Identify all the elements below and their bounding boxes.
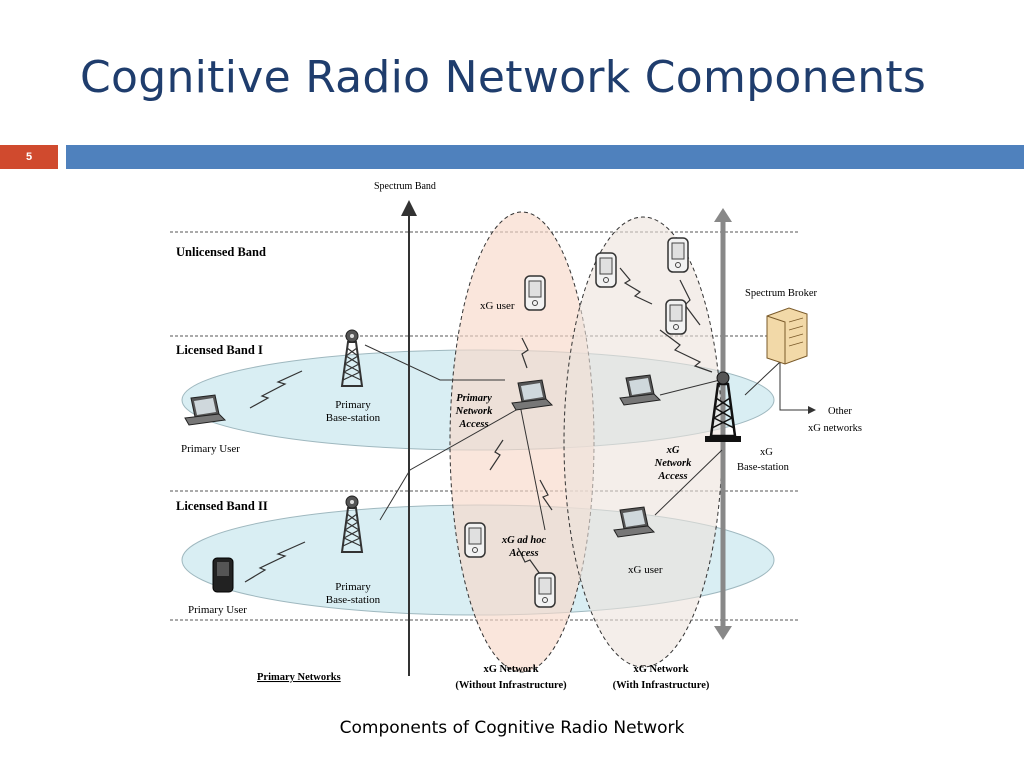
other-xg-networks-l2: xG networks [808,423,862,434]
primary-networks-label: Primary Networks [257,672,341,683]
xg-phone-3 [665,299,687,335]
xg-adhoc-access-l1: xG ad hoc [501,535,547,546]
primary-user-phone [212,557,234,593]
xg-user-top-label: xG user [480,300,515,312]
xg-phone-2 [667,237,689,273]
xg-network-with-l1: xG Network [633,664,688,675]
xg-phone-1 [595,252,617,288]
xg-network-without-l2: (Without Infrastructure) [455,680,567,691]
primary-base-station-2-label-l1: Primary [335,581,371,593]
primary-base-station-1-label-l2: Base-station [326,412,381,424]
slide-title: Cognitive Radio Network Components [80,52,927,103]
xg-user-bottom-label: xG user [628,564,663,576]
wireless-links [244,267,713,583]
xg-network-access-l3: Access [657,471,687,482]
other-xg-networks-l1: Other [828,406,852,417]
primary-user-1-label: Primary User [181,443,240,455]
xg-base-station-label-l2: Base-station [737,462,790,473]
unlicensed-band-label: Unlicensed Band [176,245,266,259]
xg-adhoc-access-l2: Access [508,548,538,559]
xg-network-with-l2: (With Infrastructure) [613,680,710,691]
primary-network-access-l1: Primary [456,393,492,404]
licensed-band-1-label: Licensed Band I [176,343,263,357]
slide-number-badge: 5 [0,145,58,169]
licensed-band-2-label: Licensed Band II [176,499,268,513]
xg-with-infrastructure-region [563,216,723,668]
spectrum-broker-server-icon [766,307,808,365]
spectrum-broker-label: Spectrum Broker [745,288,818,299]
primary-user-2-label: Primary User [188,604,247,616]
primary-base-station-2-label-l2: Base-station [326,594,381,606]
primary-network-access-l3: Access [458,419,488,430]
xg-base-station-icon [705,371,741,442]
spectrum-band-label: Spectrum Band [374,181,436,192]
xg-adhoc-phone-2 [534,572,556,608]
primary-base-station-1-label-l1: Primary [335,399,371,411]
title-accent-bar [66,145,1024,169]
xg-base-station-label-l1: xG [760,447,773,458]
xg-network-access-l1: xG [666,445,680,456]
xg-network-without-l1: xG Network [483,664,538,675]
xg-adhoc-phone-1 [464,522,486,558]
primary-network-access-l2: Network [455,406,494,417]
xg-network-access-l2: Network [654,458,693,469]
xg-user-phone-top [524,275,546,311]
figure-caption: Components of Cognitive Radio Network [339,718,685,738]
